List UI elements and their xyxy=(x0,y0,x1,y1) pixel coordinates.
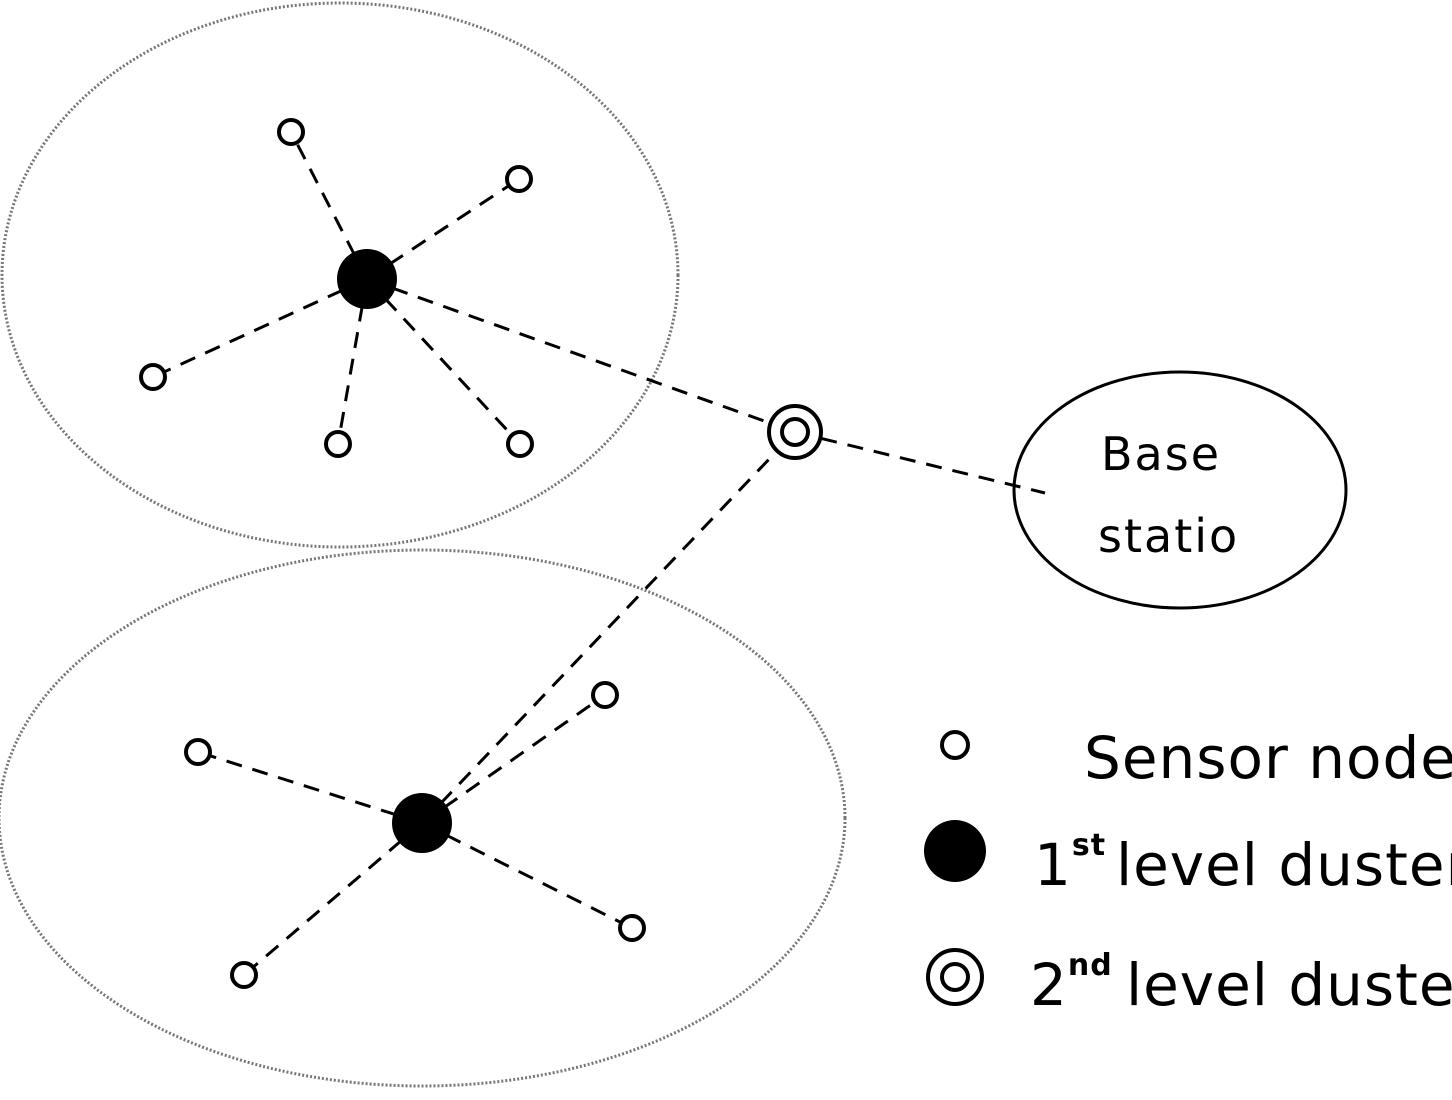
legend-first-level-suffix: level duster xyxy=(1116,831,1452,899)
second-level-cluster-head-icon xyxy=(767,404,823,460)
legend-first-level-cluster-label: 1st level duster xyxy=(1034,828,1452,899)
links-hierarchy xyxy=(366,277,1046,825)
legend-second-level-cluster-label: 2nd level duster xyxy=(1030,948,1452,1019)
legend-second-level-sup: nd xyxy=(1068,948,1113,983)
base-station-label-line2: statio xyxy=(1098,509,1239,563)
base-station-label-line1: Base xyxy=(1101,427,1221,481)
sensor-nodes xyxy=(139,118,646,989)
legend-first-level-sup: st xyxy=(1072,828,1106,863)
legend-second-level-cluster-icon xyxy=(926,948,984,1006)
sensor-node-icon xyxy=(505,165,533,193)
link-bottom-head-to-sensor-1 xyxy=(197,750,423,825)
link-bottom-head-to-sensor-3 xyxy=(243,821,423,977)
links-top-cluster xyxy=(152,131,522,446)
cluster-boundary-top xyxy=(0,1,680,549)
sensor-node-icon xyxy=(277,118,305,146)
legend-sensor-node-icon xyxy=(940,730,970,760)
links-bottom-cluster xyxy=(197,693,633,977)
legend: Sensor nodes 1st level duster 2nd level du… xyxy=(924,724,1452,1019)
link-second-level-to-base-station xyxy=(794,430,1046,495)
sensor-node-icon xyxy=(230,961,258,989)
legend-first-level-prefix: 1 xyxy=(1034,831,1072,899)
sensor-node-icon xyxy=(139,363,167,391)
link-bottom-head-to-sensor-2 xyxy=(421,693,606,825)
link-top-head-to-sensor-2 xyxy=(366,177,520,281)
link-bottom-head-to-sensor-4 xyxy=(421,821,633,930)
sensor-node-icon xyxy=(324,430,352,458)
cluster-boundary-bottom xyxy=(0,548,847,1088)
first-level-cluster-head-icon xyxy=(392,793,452,853)
sensor-node-icon xyxy=(618,914,646,942)
link-bottom-head-to-second-level xyxy=(420,430,797,825)
legend-sensor-nodes-label: Sensor nodes xyxy=(1084,724,1452,792)
sensor-node-icon xyxy=(506,430,534,458)
link-top-head-to-second-level xyxy=(366,277,796,434)
sensor-node-icon xyxy=(591,681,619,709)
sensor-node-icon xyxy=(184,738,212,766)
legend-second-level-suffix: level duster xyxy=(1126,951,1452,1019)
legend-second-level-prefix: 2 xyxy=(1030,951,1068,1019)
legend-first-level-cluster-icon xyxy=(924,820,986,882)
link-top-head-to-sensor-5 xyxy=(365,277,522,446)
link-top-head-to-sensor-3 xyxy=(152,277,368,379)
base-station-boundary xyxy=(1012,370,1348,610)
first-level-cluster-head-icon xyxy=(337,249,397,309)
